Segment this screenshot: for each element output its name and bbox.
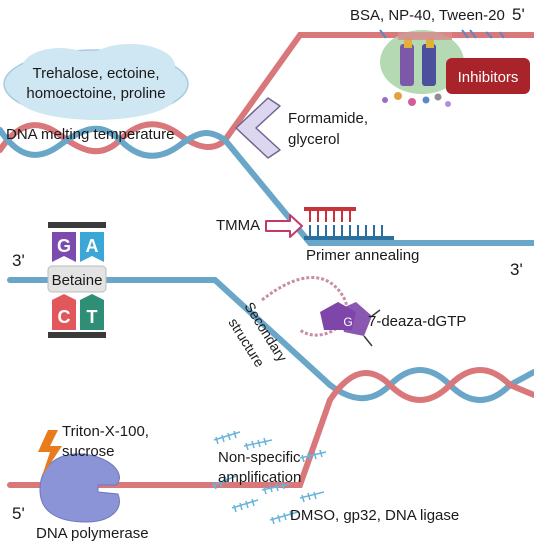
deaza-base-label: G	[343, 315, 352, 329]
formamide-line1: Formamide,	[288, 110, 368, 127]
polymerase-label: DNA polymerase	[36, 525, 149, 542]
melting-label: DNA melting temperature	[6, 126, 174, 143]
prime-bottom-left: 5'	[12, 504, 25, 523]
triton-line2: sucrose	[62, 443, 115, 460]
tile-c	[52, 294, 76, 330]
prime-top-right: 5'	[512, 5, 525, 24]
tmma-label: TMMA	[216, 217, 260, 234]
tmma-arrow-icon	[265, 214, 303, 238]
betaine-tiles-icon	[47, 222, 107, 338]
osmolytes-line2: homoectoine, proline	[26, 85, 165, 102]
tile-t	[80, 294, 104, 330]
base-t: T	[87, 307, 98, 327]
prime-mid-left: 3'	[12, 251, 25, 270]
triton-line1: Triton-X-100,	[62, 423, 149, 440]
deaza-label: 7-deaza-dGTP	[368, 313, 466, 330]
detergents-label: BSA, NP-40, Tween-20	[350, 7, 505, 24]
base-g: G	[57, 236, 71, 256]
betaine-label: Betaine	[52, 272, 103, 289]
inhibitor-complex-icon	[379, 29, 505, 107]
dmso-label: DMSO, gp32, DNA ligase	[290, 507, 459, 524]
dna-polymerase-icon	[39, 453, 120, 523]
formamide-line2: glycerol	[288, 131, 340, 148]
base-a: A	[86, 236, 99, 256]
base-c: C	[58, 307, 71, 327]
primer-icon	[304, 207, 394, 240]
osmolyte-cloud	[3, 44, 189, 120]
top-blue-strand	[0, 125, 534, 246]
tile-a	[80, 232, 104, 262]
inhibitors-label: Inhibitors	[458, 69, 519, 86]
primer-label: Primer annealing	[306, 247, 419, 264]
nonspecific-line2: amplification	[218, 469, 301, 486]
middle-blue-strand	[7, 277, 534, 403]
secondary-structure-loop	[261, 276, 349, 337]
inhibitors-box	[446, 58, 530, 94]
nonspecific-line1: Non-specific	[218, 449, 301, 466]
osmolytes-line1: Trehalose, ectoine,	[32, 65, 159, 82]
formamide-chevron-icon	[235, 97, 281, 159]
deaza-nucleotide-icon	[320, 302, 381, 347]
top-helix	[0, 32, 534, 246]
prime-mid-right: 3'	[510, 260, 523, 279]
bottom-red-strand	[7, 367, 534, 488]
nonspecific-fragments-icon	[211, 430, 327, 525]
lightning-icon	[38, 430, 62, 476]
tile-g	[52, 232, 76, 262]
